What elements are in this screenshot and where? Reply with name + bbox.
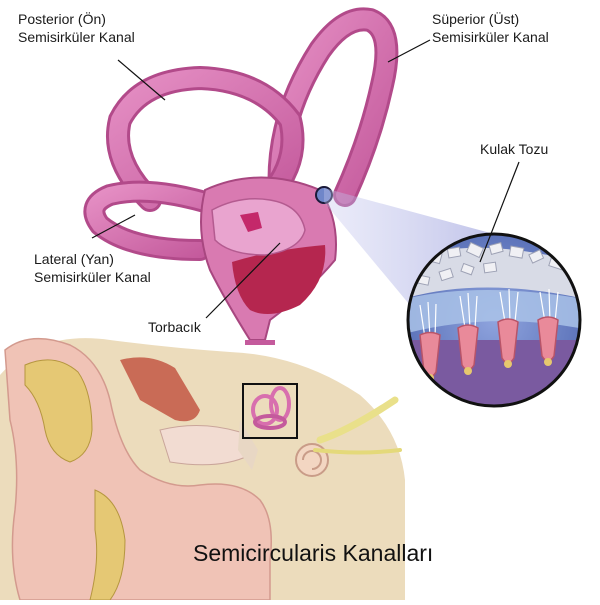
label-posterior-line2: Semisirküler Kanal [18, 29, 135, 45]
utricle-sac [232, 245, 326, 314]
label-utricle: Torbacık [148, 319, 201, 335]
posterior-canal [109, 68, 302, 209]
ear-cross-section [0, 337, 405, 601]
zoom-circle-border [406, 232, 582, 408]
auditory-nerve [316, 396, 399, 444]
leader-posterior [117, 59, 166, 101]
ear-canal [159, 425, 251, 466]
leader-superior [387, 39, 431, 63]
lobe-cartilage [89, 489, 126, 601]
otolith-zoom [406, 232, 582, 408]
leader-otoliths [479, 161, 520, 263]
otoconia-layer [408, 247, 580, 300]
small-semicircular-canals [251, 386, 291, 430]
vestibule-base [245, 340, 275, 345]
lateral-canal [86, 183, 223, 258]
leader-lateral [91, 214, 136, 239]
highlight-box [242, 383, 298, 439]
ear-cartilage [24, 359, 93, 463]
leader-utricle [205, 242, 281, 319]
cochlea-spiral [302, 450, 322, 470]
label-posterior-line1: Posterior (Ön) [18, 11, 106, 27]
label-lateral-line2: Semisirküler Kanal [34, 269, 151, 285]
cochlea [295, 443, 329, 477]
label-superior-canal: Süperior (Üst) Semisirküler Kanal [432, 10, 549, 46]
label-superior-line2: Semisirküler Kanal [432, 29, 549, 45]
hair-cells [419, 316, 559, 378]
semicircular-canals [83, 7, 399, 345]
hair-bundles [419, 288, 559, 339]
label-otoliths: Kulak Tozu [480, 141, 549, 157]
ear-muscle [120, 357, 200, 422]
gelatinous-layer [408, 290, 580, 335]
label-lateral-canal: Lateral (Yan) Semisirküler Kanal [34, 250, 151, 286]
vestibular-nerve [313, 448, 402, 455]
label-posterior-canal: Posterior (Ön) Semisirküler Kanal [18, 10, 135, 46]
label-superior-line1: Süperior (Üst) [432, 11, 520, 27]
label-lateral-line1: Lateral (Yan) [34, 251, 114, 267]
diagram-caption: Semicircularis Kanalları [193, 540, 434, 566]
macula [240, 212, 262, 232]
leader-lines [91, 39, 520, 319]
